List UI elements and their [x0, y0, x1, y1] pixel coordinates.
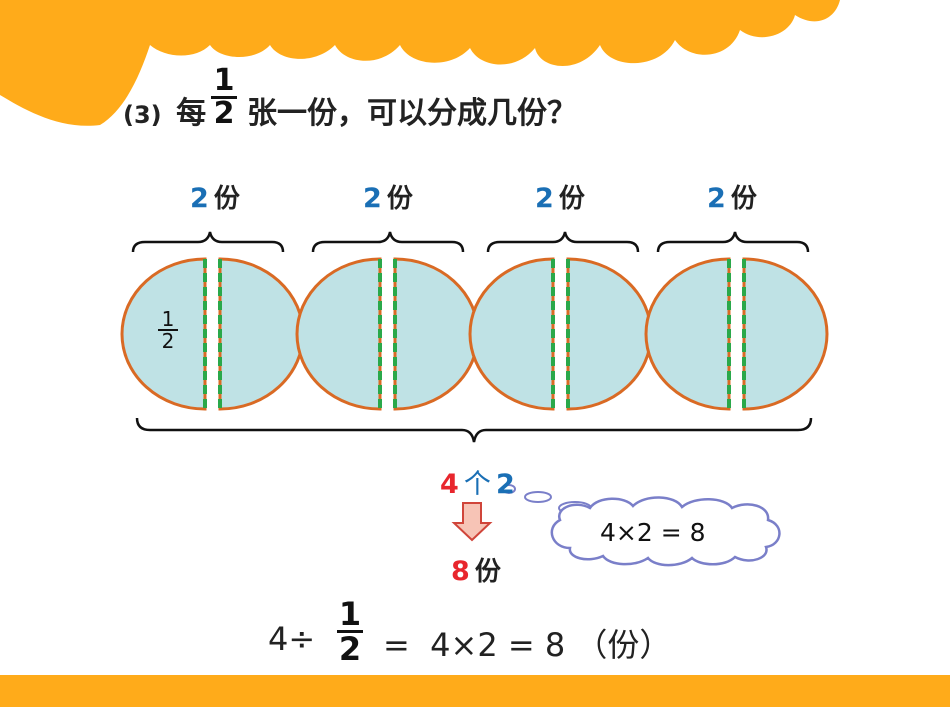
result-count: 8	[451, 556, 470, 587]
question-prefix: 每	[176, 96, 207, 131]
group-count-1: 2	[190, 183, 209, 214]
circle-2	[295, 257, 480, 411]
question-fraction-denominator: 2	[213, 96, 235, 131]
group-unit-2: 份	[386, 184, 413, 214]
total-measure: 个	[463, 469, 491, 500]
equation-right: = 4×2 = 8 （份）	[383, 626, 672, 664]
total-count: 4	[440, 469, 459, 500]
equation-fraction: 1 2	[337, 598, 363, 665]
equation-left: 4÷	[268, 620, 316, 658]
bottom-stripe	[0, 675, 950, 707]
group-unit-1: 份	[213, 184, 240, 214]
result-unit: 份	[474, 557, 501, 587]
thought-bubble	[550, 496, 781, 567]
group-count-2: 2	[363, 183, 382, 214]
brace-4	[656, 231, 810, 253]
circle-1	[120, 257, 305, 411]
question-line: (3) 每	[123, 88, 206, 132]
question-fraction: 1 2	[211, 66, 237, 129]
group-count-4: 2	[707, 183, 726, 214]
half-label-denominator: 2	[161, 329, 175, 353]
brace-3	[486, 231, 640, 253]
equation-fraction-bar	[337, 630, 363, 633]
question-fraction-numerator: 1	[213, 63, 235, 98]
equation-fraction-numerator: 1	[338, 595, 362, 633]
circle-4	[644, 257, 829, 411]
result-label: 8 份	[451, 551, 501, 588]
total-brace	[135, 417, 813, 443]
group-unit-4: 份	[730, 184, 757, 214]
half-label-bar	[158, 329, 178, 331]
group-braces	[131, 231, 810, 253]
half-label-numerator: 1	[161, 307, 175, 331]
question-number: (3)	[123, 101, 162, 129]
group-label-3: 2 份	[535, 178, 585, 215]
half-label: 1 2	[158, 309, 178, 351]
equation-fraction-denominator: 2	[338, 630, 362, 668]
group-label-1: 2 份	[190, 178, 240, 215]
total-value: 2	[495, 469, 515, 500]
circle-3	[468, 257, 653, 411]
brace-1	[131, 231, 285, 253]
group-unit-3: 份	[558, 184, 585, 214]
brace-2	[311, 231, 465, 253]
total-label: 4 个 2	[440, 462, 515, 501]
group-label-4: 2 份	[707, 178, 757, 215]
question-fraction-bar	[211, 96, 237, 99]
group-count-3: 2	[535, 183, 554, 214]
question-suffix: 张一份，可以分成几份？	[247, 96, 577, 131]
group-label-2: 2 份	[363, 178, 413, 215]
thought-bubble-text: 4×2 = 8	[600, 518, 706, 547]
down-arrow-icon	[451, 502, 493, 542]
top-cloud-banner	[0, 0, 950, 126]
